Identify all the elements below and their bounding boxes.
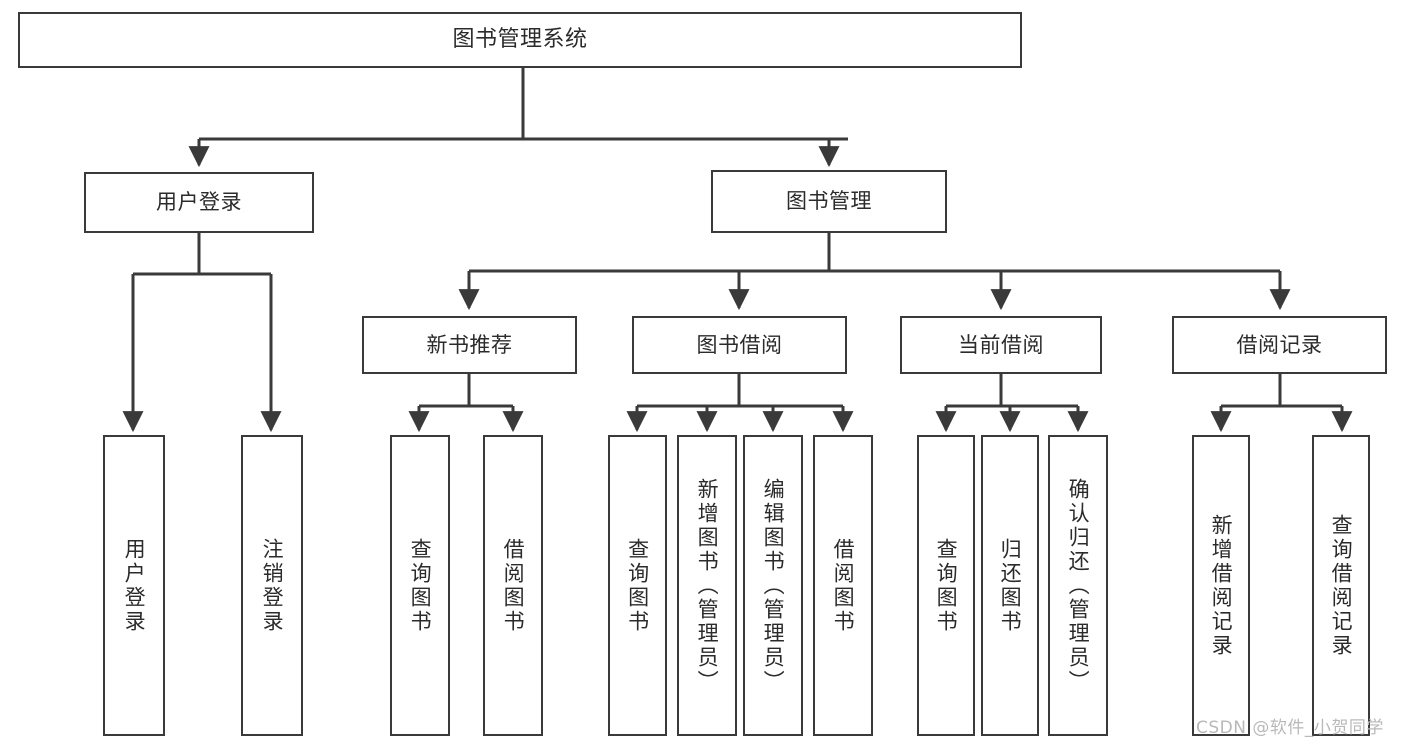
node-label: 用户登录 [156, 190, 242, 215]
node-label: 查询图书 [625, 537, 650, 634]
node-user-login[interactable]: 用户登录 [84, 172, 314, 233]
leaf-new-book-borrow-book[interactable]: 借阅图书 [483, 435, 543, 736]
leaf-current-borrow-query-book[interactable]: 查询图书 [917, 435, 975, 736]
leaf-new-book-query-book[interactable]: 查询图书 [390, 435, 450, 736]
node-label: 编辑图书（管理员） [761, 477, 786, 694]
node-label: 查询图书 [408, 537, 433, 634]
node-label: 图书借阅 [696, 332, 783, 357]
node-label: 图书管理 [786, 189, 872, 214]
node-label: 借阅图书 [831, 537, 856, 634]
node-label: 用户登录 [122, 537, 147, 634]
node-current-borrowing[interactable]: 当前借阅 [900, 316, 1102, 374]
node-label: 图书管理系统 [452, 27, 588, 53]
node-label: 查询借阅记录 [1329, 513, 1354, 658]
node-borrowing-record[interactable]: 借阅记录 [1172, 316, 1387, 374]
leaf-book-borrow-edit-book-admin[interactable]: 编辑图书（管理员） [743, 435, 803, 736]
node-label: 新书推荐 [426, 332, 513, 357]
leaf-book-borrow-query-book[interactable]: 查询图书 [608, 435, 667, 736]
node-label: 借阅图书 [501, 537, 526, 634]
node-label: 查询图书 [934, 537, 959, 634]
node-book-borrowing[interactable]: 图书借阅 [632, 316, 847, 374]
node-root-book-management-system[interactable]: 图书管理系统 [18, 12, 1022, 68]
watermark-text: CSDN @软件_小贺同学 [1196, 718, 1384, 738]
node-label: 确认归还（管理员） [1066, 477, 1091, 694]
node-label: 借阅记录 [1236, 332, 1323, 357]
leaf-borrow-record-query-record[interactable]: 查询借阅记录 [1312, 435, 1370, 736]
node-label: 新增借阅记录 [1209, 513, 1234, 658]
leaf-user-login-login[interactable]: 用户登录 [103, 435, 165, 736]
node-label: 新增图书（管理员） [695, 477, 720, 694]
leaf-current-borrow-confirm-return-admin[interactable]: 确认归还（管理员） [1048, 435, 1108, 736]
leaf-user-login-logout[interactable]: 注销登录 [241, 435, 303, 736]
node-book-management[interactable]: 图书管理 [711, 170, 947, 233]
node-label: 归还图书 [998, 537, 1023, 634]
leaf-book-borrow-borrow-book[interactable]: 借阅图书 [813, 435, 873, 736]
leaf-borrow-record-add-record[interactable]: 新增借阅记录 [1192, 435, 1250, 736]
leaf-book-borrow-add-book-admin[interactable]: 新增图书（管理员） [677, 435, 737, 736]
node-new-book-recommendation[interactable]: 新书推荐 [362, 316, 577, 374]
leaf-current-borrow-return-book[interactable]: 归还图书 [981, 435, 1039, 736]
node-label: 注销登录 [260, 537, 285, 634]
node-label: 当前借阅 [958, 332, 1044, 357]
